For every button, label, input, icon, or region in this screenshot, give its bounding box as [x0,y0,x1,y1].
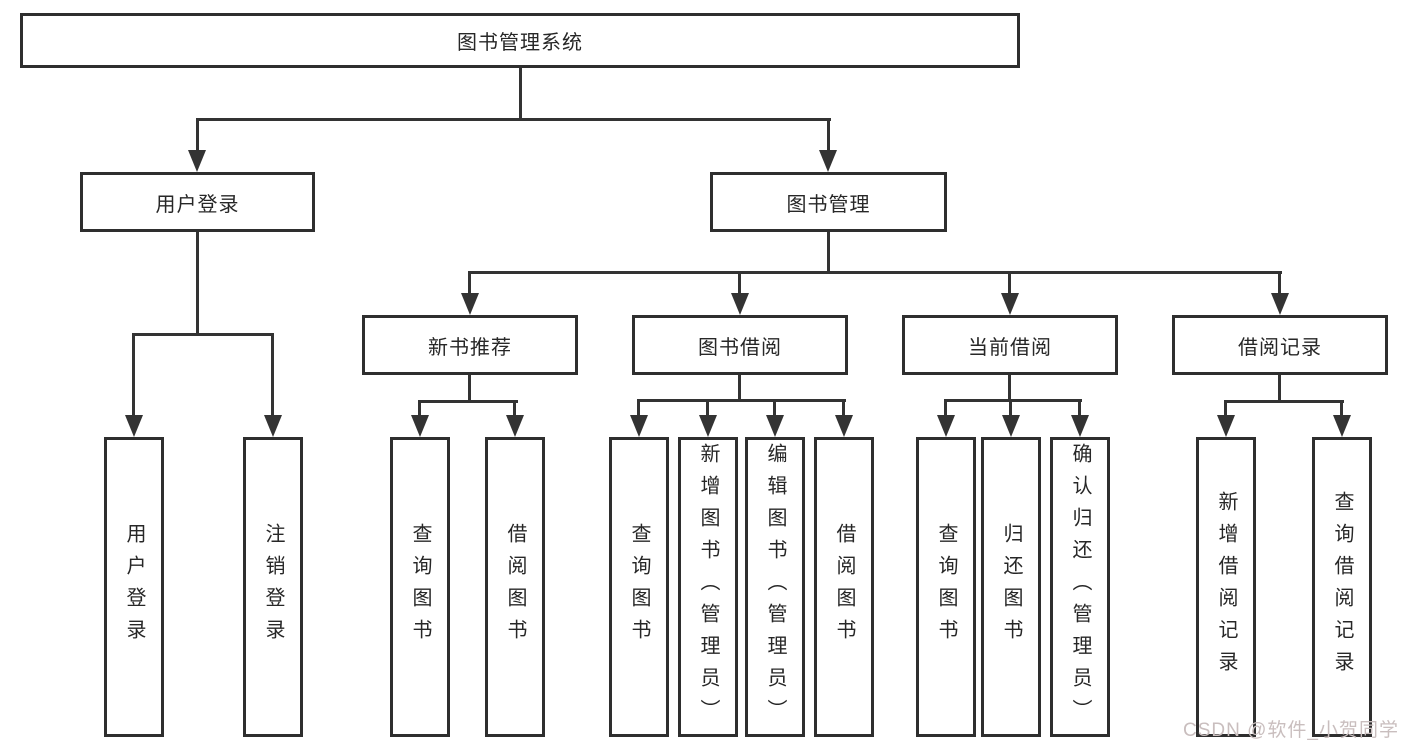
leaf-label: 注销登录 [262,523,284,651]
connector-login-stem [196,232,199,336]
arrow-down-icon [461,293,479,315]
leaf-query-book-1: 查询图书 [390,437,450,737]
arrow-down-icon [1217,415,1235,437]
arrow-down-icon [1333,415,1351,437]
leaf-query-borrow-record: 查询借阅记录 [1312,437,1372,737]
leaf-add-borrow-record: 新增借阅记录 [1196,437,1256,737]
leaf-label: 查询借阅记录 [1331,491,1353,683]
node-book-borrow: 图书借阅 [632,315,848,375]
connector-borrow-drop-1 [637,399,640,419]
node-book-management-label: 图书管理 [786,193,871,216]
leaf-label: 借阅图书 [833,523,855,651]
arrow-down-icon [506,415,524,437]
leaf-label: 确认归还（管理员） [1069,443,1091,731]
node-root: 图书管理系统 [20,13,1020,68]
node-borrow-records: 借阅记录 [1172,315,1388,375]
node-root-label: 图书管理系统 [457,32,583,54]
connector-borrow-drop-4 [842,399,845,419]
arrow-down-icon [699,415,717,437]
leaf-add-book-admin: 新增图书（管理员） [678,437,738,737]
arrow-down-icon [835,415,853,437]
connector-current-drop-1 [944,399,947,419]
arrow-down-icon [125,415,143,437]
arrow-down-icon [1271,293,1289,315]
node-user-login-label: 用户登录 [155,193,240,216]
leaf-label: 新增图书（管理员） [697,443,719,731]
node-book-borrow-label: 图书借阅 [698,336,782,359]
connector-borrow-drop-2 [706,399,709,419]
connector-newbook-rail [418,400,518,403]
connector-root-drop-right [827,118,830,154]
leaf-logout: 注销登录 [243,437,303,737]
arrow-down-icon [766,415,784,437]
connector-borrow-drop-3 [773,399,776,419]
connector-mgmt-drop-3 [1008,271,1011,295]
connector-records-drop-1 [1224,400,1227,419]
connector-records-stem [1278,375,1281,403]
connector-login-rail [132,333,274,336]
connector-login-drop-2 [271,333,274,419]
leaf-label: 归还图书 [1000,523,1022,651]
connector-mgmt-drop-2 [738,271,741,295]
connector-root-drop-left [196,118,199,154]
arrow-down-icon [1002,415,1020,437]
connector-newbook-stem [468,375,471,403]
arrow-down-icon [1001,293,1019,315]
watermark: CSDN @软件_小贺同学 [1183,720,1399,741]
connector-newbook-drop-2 [513,400,516,419]
connector-root-rail [196,118,831,121]
leaf-label: 借阅图书 [504,523,526,651]
connector-mgmt-stem [827,232,830,274]
arrow-down-icon [411,415,429,437]
node-new-book-recommend: 新书推荐 [362,315,578,375]
leaf-label: 查询图书 [935,523,957,651]
connector-current-rail [944,399,1082,402]
leaf-query-book-3: 查询图书 [916,437,976,737]
node-user-login: 用户登录 [80,172,315,232]
leaf-label: 查询图书 [628,523,650,651]
connector-current-drop-2 [1009,399,1012,419]
arrow-down-icon [264,415,282,437]
leaf-return-book: 归还图书 [981,437,1041,737]
leaf-query-book-2: 查询图书 [609,437,669,737]
leaf-label: 查询图书 [409,523,431,651]
connector-login-drop-1 [132,333,135,419]
leaf-user-login: 用户登录 [104,437,164,737]
arrow-down-icon [819,150,837,172]
node-current-borrow-label: 当前借阅 [968,336,1052,359]
arrow-down-icon [1071,415,1089,437]
arrow-down-icon [937,415,955,437]
connector-mgmt-rail [468,271,1282,274]
leaf-borrow-book-2: 借阅图书 [814,437,874,737]
node-new-book-recommend-label: 新书推荐 [428,336,512,359]
leaf-label: 用户登录 [123,523,145,651]
connector-root-stem [519,68,522,120]
connector-borrow-rail [637,399,846,402]
node-book-management: 图书管理 [710,172,947,232]
connector-current-drop-3 [1078,399,1081,419]
node-borrow-records-label: 借阅记录 [1238,336,1322,359]
node-current-borrow: 当前借阅 [902,315,1118,375]
leaf-confirm-return-admin: 确认归还（管理员） [1050,437,1110,737]
connector-newbook-drop-1 [418,400,421,419]
connector-records-drop-2 [1340,400,1343,419]
leaf-borrow-book-1: 借阅图书 [485,437,545,737]
arrow-down-icon [188,150,206,172]
connector-current-stem [1008,375,1011,402]
arrow-down-icon [630,415,648,437]
leaf-label: 编辑图书（管理员） [764,443,786,731]
connector-mgmt-drop-1 [468,271,471,295]
connector-records-rail [1224,400,1344,403]
arrow-down-icon [731,293,749,315]
connector-mgmt-drop-4 [1278,271,1281,295]
leaf-edit-book-admin: 编辑图书（管理员） [745,437,805,737]
leaf-label: 新增借阅记录 [1215,491,1237,683]
connector-borrow-stem [738,375,741,402]
